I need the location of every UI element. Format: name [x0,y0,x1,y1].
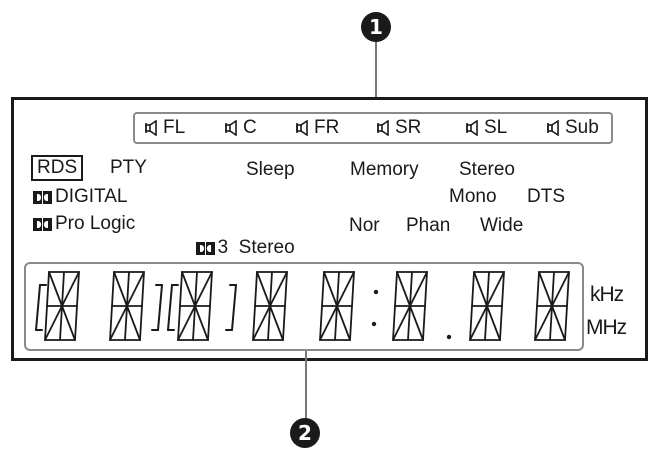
open-bracket-segment [35,284,47,331]
speaker-icon [145,120,157,136]
wide-indicator: Wide [480,215,524,236]
rds-indicator: RDS [31,155,84,181]
segment-digit [252,271,288,341]
dolby-3-stereo-indicator: 3 Stereo [185,215,295,259]
segment-digit [469,271,505,341]
speaker-indicator-fr: FR [296,117,339,139]
memory-indicator: Memory [350,159,419,180]
callout-1-leader [375,42,377,112]
digital-label: DIGITAL [55,186,128,207]
speaker-icon [296,120,308,136]
phan-indicator: Phan [406,215,451,236]
speaker-label: SR [395,117,422,138]
callout-2-badge: 2 [290,418,320,448]
segment-digit [44,271,80,341]
open-bracket-segment [167,284,179,331]
display-panel [11,97,648,361]
speaker-indicator-fl: FL [145,117,185,139]
pty-indicator: PTY [110,157,147,178]
speaker-icon [225,120,237,136]
speaker-icon [466,120,478,136]
speaker-indicator-sr: SR [377,117,421,139]
dts-indicator: DTS [527,186,565,207]
segment-digit [109,271,145,341]
close-bracket-segment [151,284,163,331]
callout-2-number: 2 [298,421,312,445]
speaker-indicator-c: C [225,117,257,139]
speaker-label: FL [163,117,186,138]
stereo-indicator: Stereo [459,159,515,180]
nor-indicator: Nor [349,215,380,236]
callout-1-badge: 1 [361,12,391,42]
mhz-unit: MHz [586,316,627,339]
khz-unit: kHz [590,283,624,306]
segment-digit [392,271,428,341]
dolby-double-d-icon [33,191,52,204]
three-stereo-label: 3 Stereo [217,237,295,258]
colon-dot-lower [371,321,377,327]
pro-logic-label: Pro Logic [55,213,136,234]
speaker-label: Sub [565,117,599,138]
callout-1-number: 1 [369,15,383,39]
close-bracket-segment [225,284,237,331]
speaker-indicator-sl: SL [466,117,507,139]
segment-digit [319,271,355,341]
speaker-icon [377,120,389,136]
segment-digit [177,271,213,341]
speaker-label: FR [314,117,340,138]
speaker-indicator-sub: Sub [547,117,599,139]
sleep-indicator: Sleep [246,159,295,180]
dolby-double-d-icon [33,218,52,231]
colon-dot-upper [373,289,379,295]
speaker-label: C [243,117,257,138]
speaker-indicator-bar [133,112,613,144]
decimal-point [446,334,452,340]
speaker-icon [547,120,559,136]
dolby-pro-logic-indicator: Pro Logic [33,213,135,235]
mono-indicator: Mono [449,186,497,207]
speaker-label: SL [484,117,508,138]
segment-digit [534,271,570,341]
dolby-double-d-icon [195,242,215,255]
callout-2-leader [305,351,307,418]
segment-display-area [24,262,584,351]
dolby-digital-indicator: DIGITAL [33,186,128,208]
